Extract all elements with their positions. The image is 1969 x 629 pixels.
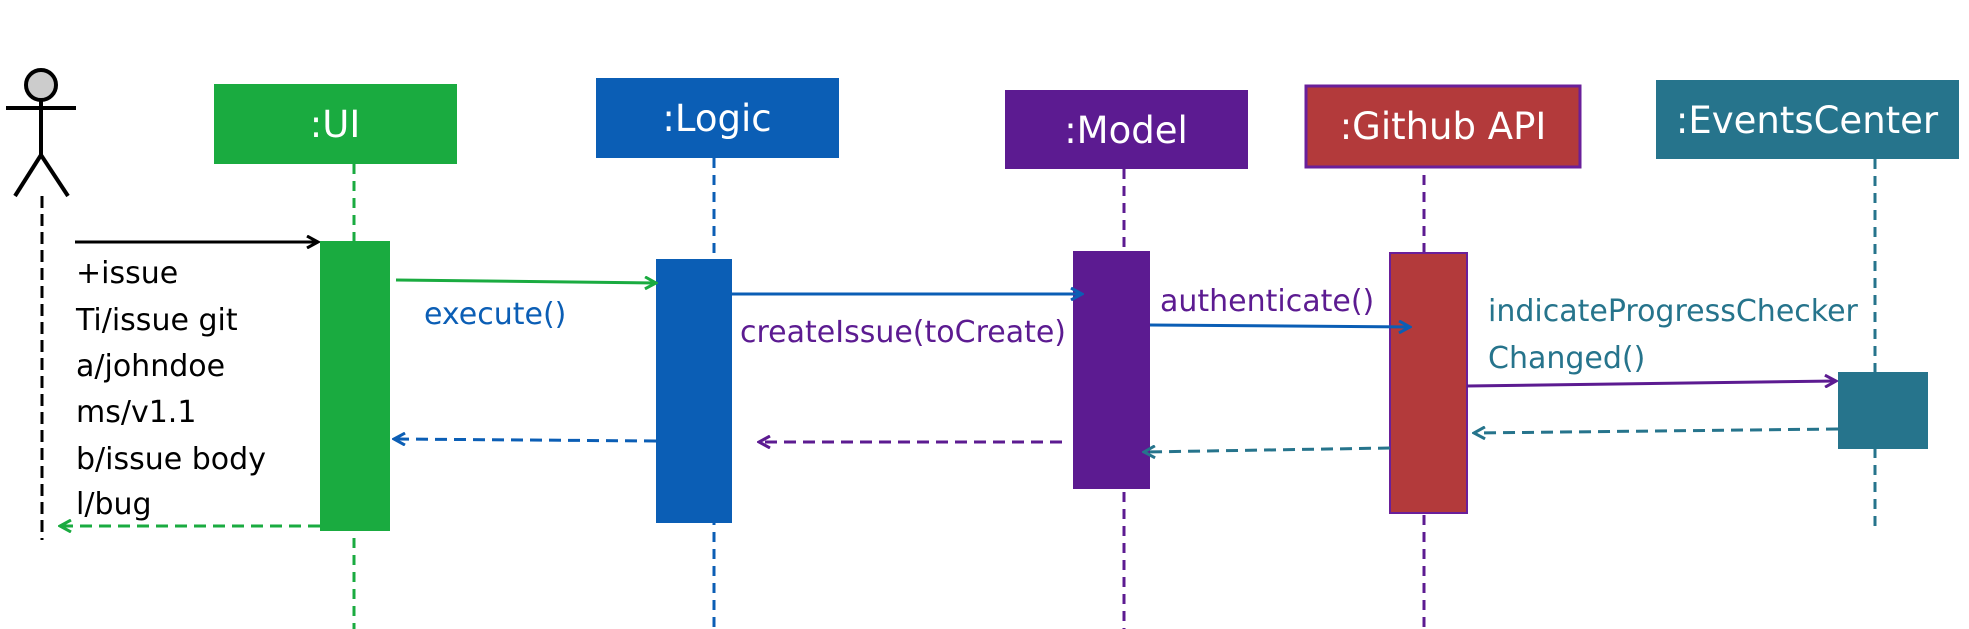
model-activation-overlay <box>1073 318 1150 358</box>
ui-activation <box>320 241 390 531</box>
events-participant: :EventsCenter <box>1656 80 1959 159</box>
command-line: ms/v1.1 <box>76 395 196 430</box>
logic-participant: :Logic <box>596 78 839 158</box>
command-line: l/bug <box>76 487 152 522</box>
execute-arrow <box>395 280 656 283</box>
model-activation <box>1073 251 1150 489</box>
authenticate-label: authenticate() <box>1160 284 1374 319</box>
command-line: b/issue body <box>76 442 266 477</box>
user-actor-icon <box>6 68 76 198</box>
indicate-progress-label-line1: indicateProgressChecker <box>1488 294 1859 329</box>
github-participant-label: :Github API <box>1340 105 1547 148</box>
command-line: a/johndoe <box>76 349 225 384</box>
events-return-arrow <box>1474 429 1839 433</box>
logic-activation <box>656 259 732 523</box>
authenticate-arrow <box>1149 325 1410 327</box>
ui-participant: :UI <box>214 84 457 164</box>
command-text: +issue Ti/issue git a/johndoe ms/v1.1 b/… <box>75 256 266 522</box>
create-issue-label: createIssue(toCreate) <box>740 315 1066 350</box>
github-return-arrow <box>1144 448 1391 452</box>
execute-label: execute() <box>424 297 566 332</box>
command-line: +issue <box>76 256 178 291</box>
events-participant-label: :EventsCenter <box>1676 99 1939 142</box>
model-participant: :Model <box>1005 90 1248 169</box>
logic-return-arrow <box>394 439 657 441</box>
ui-participant-label: :UI <box>310 103 360 146</box>
github-activation <box>1389 252 1468 514</box>
logic-participant-label: :Logic <box>662 97 771 140</box>
indicate-progress-label-line2: Changed() <box>1488 341 1645 376</box>
github-participant: :Github API <box>1304 84 1582 169</box>
model-participant-label: :Model <box>1064 109 1188 152</box>
indicate-progress-arrow <box>1466 381 1836 386</box>
events-activation <box>1838 372 1928 449</box>
command-line: Ti/issue git <box>75 303 238 338</box>
